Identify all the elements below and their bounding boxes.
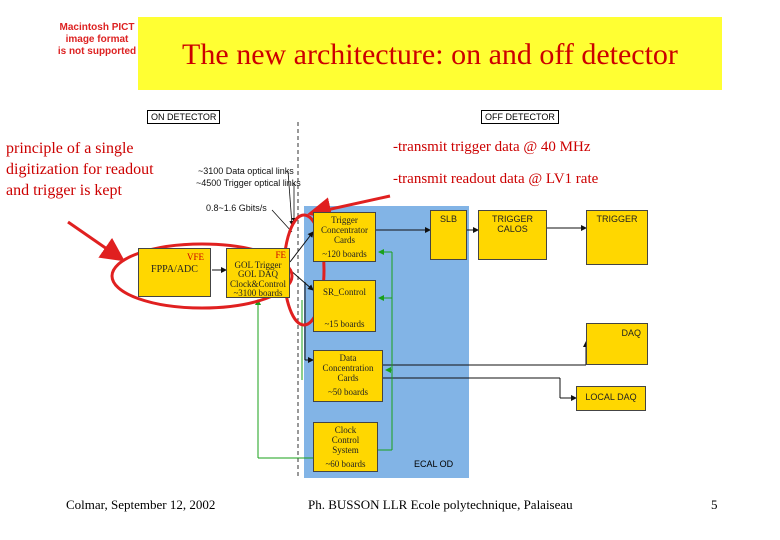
bullet-arrow xyxy=(307,194,391,221)
fe-highlight-ring xyxy=(110,242,294,310)
trigger-calos-line-1: TRIGGER xyxy=(491,214,533,224)
local-daq-label: LOCAL DAQ xyxy=(585,392,637,402)
dcc-count: ~50 boards xyxy=(327,387,369,397)
clock-control-box: Clock Control System ~60 boards xyxy=(313,422,378,472)
gol-count-label: ~3100 boards xyxy=(233,288,283,298)
dcc-line-1: Data xyxy=(339,353,357,363)
tcc-line-1: Trigger xyxy=(331,215,358,225)
fe-box: VFE FPPA/ADC xyxy=(138,248,211,297)
tcc-line-3: Cards xyxy=(334,235,355,245)
page-number: 5 xyxy=(711,497,718,512)
local-daq-box: LOCAL DAQ xyxy=(576,386,646,411)
side-note-arrow xyxy=(67,220,125,262)
vfe-label: VFE xyxy=(186,252,204,262)
daq-label: DAQ xyxy=(621,328,641,338)
ccs-line-1: SR_Control xyxy=(322,287,366,297)
slb-box: SLB xyxy=(430,210,467,260)
dcc-line-3: Cards xyxy=(337,373,359,383)
off-detector-label: OFF DETECTOR xyxy=(481,110,559,124)
tcc-count: ~120 boards xyxy=(322,249,367,259)
data-links-leader xyxy=(287,170,295,226)
clock-count: ~60 boards xyxy=(325,459,366,469)
trigger-box: TRIGGER xyxy=(586,210,648,265)
pict-line-3: is not supported xyxy=(57,46,137,57)
bullet-readout-data: -transmit readout data @ LV1 rate xyxy=(393,171,599,187)
fppa-adc-label: FPPA/ADC xyxy=(151,264,198,275)
title-band xyxy=(138,17,722,90)
side-note: principle of a single digitization for r… xyxy=(6,140,154,199)
ecal-od-label: ECAL OD xyxy=(414,459,454,469)
clock-line-2: Control xyxy=(331,435,360,445)
trigger-calos-line-2: CALOS xyxy=(497,224,528,234)
bitrate-leader xyxy=(271,209,293,233)
clock-line-1: Clock xyxy=(334,425,357,435)
dcc-box: Data Concentration Cards ~50 boards xyxy=(313,350,383,402)
gol-to-ccs-link xyxy=(289,269,314,291)
footer-author: Ph. BUSSON LLR Ecole polytechnique, Pala… xyxy=(308,497,573,512)
clock-line-3: System xyxy=(332,445,359,455)
slb-label: SLB xyxy=(439,214,457,224)
slide-title: The new architecture: on and off detecto… xyxy=(182,38,678,71)
gol-daq-label: GOL DAQ xyxy=(238,269,278,279)
dcc-line-2: Concentration xyxy=(322,363,374,373)
tcc-line-2: Concentrator xyxy=(321,225,368,235)
ccs-count: ~15 boards xyxy=(324,319,365,329)
trigger-label: TRIGGER xyxy=(596,214,638,224)
pict-line-1: Macintosh PICT xyxy=(59,22,135,33)
pict-line-2: image format xyxy=(65,34,129,45)
footer-date: Colmar, September 12, 2002 xyxy=(66,497,216,512)
clock-control-label: Clock&Control xyxy=(230,279,286,289)
trigger-links-note: ~4500 Trigger optical links xyxy=(196,178,301,188)
ccs-box: SR_Control ~15 boards xyxy=(313,280,376,332)
trigger-calos-box: TRIGGER CALOS xyxy=(478,210,547,260)
tcc-box: Trigger Concentrator Cards ~120 boards xyxy=(313,212,376,262)
bitrate-note: 0.8~1.6 Gbits/s xyxy=(206,203,267,213)
on-detector-label: ON DETECTOR xyxy=(147,110,221,124)
gol-to-tcc-link xyxy=(289,231,314,263)
fe-label: FE xyxy=(275,250,286,260)
data-links-note: ~3100 Data optical links xyxy=(198,166,294,176)
pict-not-supported-notice: Macintosh PICT image format is not suppo… xyxy=(57,22,137,58)
gol-box: FE GOL Trigger GOL DAQ Clock&Control ~31… xyxy=(226,248,290,298)
daq-box: DAQ xyxy=(586,323,648,365)
gol-trigger-label: GOL Trigger xyxy=(234,260,282,270)
bullet-trigger-data: -transmit trigger data @ 40 MHz xyxy=(393,139,591,155)
